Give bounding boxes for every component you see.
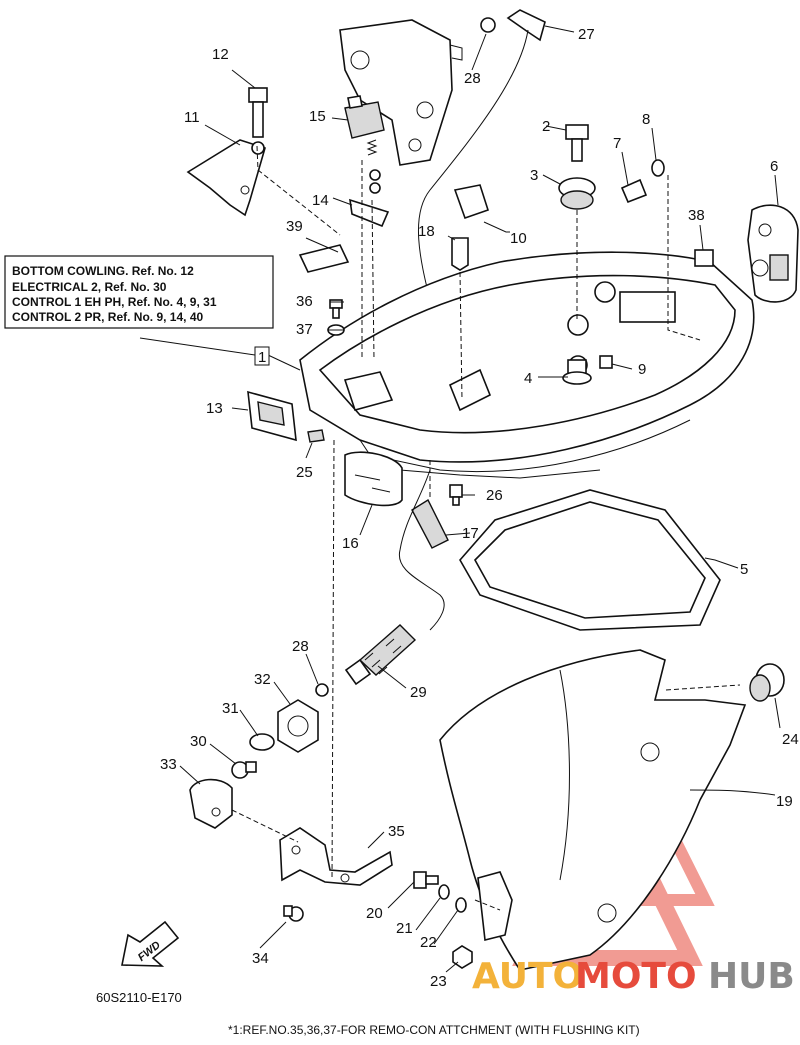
callout-31: 31: [222, 700, 239, 717]
ref-line-2: ELECTRICAL 2, Ref. No. 30: [12, 280, 167, 294]
fwd-arrow: FWD: [121, 920, 180, 967]
callout-4: 4: [524, 370, 532, 387]
callout-9: 9: [638, 361, 646, 378]
engine-bracket: [339, 19, 463, 166]
watermark-moto: MOTO: [575, 956, 697, 997]
part-15: [344, 95, 385, 139]
leader-lines: [139, 25, 781, 973]
part-38-label: [694, 249, 714, 267]
callout-35: 35: [388, 823, 405, 840]
part-1-bottom-cowling: [299, 251, 755, 479]
part-35-bracket: [279, 827, 393, 886]
part-8-washer: [651, 159, 665, 177]
part-23-nut: [452, 945, 473, 969]
part-29-cable: [344, 469, 445, 686]
part-12-bolt: [248, 87, 268, 155]
callout-15: 15: [309, 108, 326, 125]
ref-line-3: CONTROL 1 EH PH, Ref. No. 4, 9, 31: [12, 295, 217, 309]
part-20-bolt: [413, 871, 439, 889]
callout-32: 32: [254, 671, 271, 688]
callout-28-top: 28: [464, 70, 481, 87]
part-6-plate: [747, 204, 799, 303]
watermark-hub: HUB: [708, 956, 795, 997]
callout-2: 2: [542, 118, 550, 135]
callout-11: 11: [184, 109, 200, 126]
part-3-grommet: [558, 177, 596, 210]
callout-16: 16: [342, 535, 359, 552]
callout-12: 12: [212, 46, 229, 63]
callout-5: 5: [740, 561, 748, 578]
callout-13: 13: [206, 400, 223, 417]
callout-38: 38: [688, 207, 705, 224]
callout-29: 29: [410, 684, 427, 701]
callout-1: 1: [258, 349, 266, 366]
part-14-spring: [349, 139, 390, 228]
ref-line-1: BOTTOM COWLING. Ref. No. 12: [12, 264, 194, 278]
callout-28-lower: 28: [292, 638, 309, 655]
callout-33: 33: [160, 756, 177, 773]
part-7-bolt: [620, 178, 648, 204]
part-16-grommet: [344, 451, 403, 507]
part-28-clip-top: [480, 17, 496, 33]
callout-26: 26: [486, 487, 503, 504]
part-26-screw: [449, 484, 463, 506]
part-32-nut: [277, 699, 319, 753]
callout-8: 8: [642, 111, 650, 128]
callout-18: 18: [418, 223, 435, 240]
part-30-screw: [231, 761, 257, 779]
part-10-grommet: [453, 184, 489, 220]
part-33-holder: [189, 778, 233, 829]
part-39-label: [298, 244, 350, 273]
callout-25: 25: [296, 464, 313, 481]
part-13-grommet: [247, 390, 297, 442]
part-17-seal: [411, 498, 449, 549]
callout-6: 6: [770, 158, 778, 175]
part-18-connector: [451, 237, 469, 271]
callout-37: 37: [296, 321, 313, 338]
callout-27: 27: [578, 26, 595, 43]
part-36-screw: [329, 299, 343, 319]
callout-34: 34: [252, 950, 269, 967]
part-19-apron: [439, 649, 747, 971]
callout-14: 14: [312, 192, 329, 209]
callout-23: 23: [430, 973, 447, 990]
part-28-clip-lower: [315, 683, 329, 697]
lower-bracket-hinge: [477, 871, 513, 941]
callout-1-box: [254, 346, 270, 366]
callout-7: 7: [613, 135, 621, 152]
callout-labels: 1 2 3 4 5 6 7 8 9 10 11 12 13 14 15 16 1…: [160, 26, 799, 990]
diagram-code: 60S2110-E170: [96, 990, 182, 1005]
watermark-text: AUTO MOTO HUB: [472, 956, 795, 997]
watermark-auto: AUTO: [472, 956, 583, 997]
callout-17: 17: [462, 525, 479, 542]
callout-10: 10: [510, 230, 527, 247]
part-24-grommet: [749, 663, 785, 702]
callout-20: 20: [366, 905, 383, 922]
ref-line-4: CONTROL 2 PR, Ref. No. 9, 14, 40: [12, 310, 203, 324]
callout-24: 24: [782, 731, 799, 748]
part-21-washer: [438, 884, 450, 900]
part-2-bolt: [565, 124, 589, 162]
callout-3: 3: [530, 167, 538, 184]
callout-39: 39: [286, 218, 303, 235]
reference-box: BOTTOM COWLING. Ref. No. 12 ELECTRICAL 2…: [4, 255, 274, 329]
callout-21: 21: [396, 920, 413, 937]
callout-22: 22: [420, 934, 437, 951]
part-11-bracket: [186, 139, 266, 217]
part-31-washer: [249, 733, 275, 751]
part-4-grommet: [562, 359, 592, 385]
part-25-pad: [307, 429, 325, 443]
footnote: *1:REF.NO.35,36,37-FOR REMO-CON ATTCHMEN…: [228, 1023, 640, 1037]
part-34-screw: [283, 905, 304, 922]
callout-36: 36: [296, 293, 313, 310]
callout-30: 30: [190, 733, 207, 750]
part-27-hose: [418, 9, 546, 301]
part-5-gasket: [459, 489, 721, 631]
callout-19: 19: [776, 793, 793, 810]
part-22-washer: [455, 897, 467, 913]
part-9-bolt: [599, 355, 613, 369]
